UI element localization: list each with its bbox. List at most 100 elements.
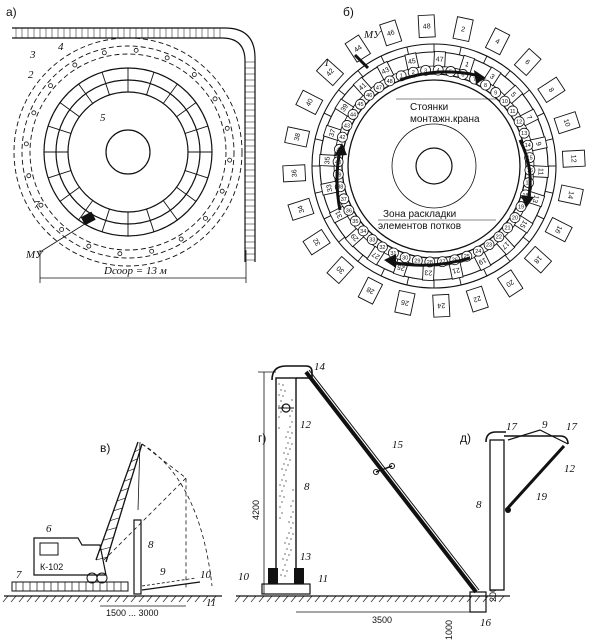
- panel-b-rib: [458, 46, 462, 55]
- panel-b-circle-marker: [373, 81, 385, 93]
- panel-b-outer-block-outline: [537, 76, 566, 104]
- panel-g-concrete-dot: [286, 548, 288, 550]
- panel-v-wheel-2: [96, 572, 108, 584]
- panel-g-hatch-line: [354, 595, 361, 603]
- panel-b-circle-number: 13: [521, 131, 527, 137]
- panel-b-outer-block: 20: [496, 269, 524, 298]
- panel-a-rib: [184, 170, 209, 179]
- panel-b-inner-block-number: 17: [500, 240, 511, 250]
- panel-a-label-3: 3: [29, 49, 36, 61]
- panel-g-concrete-dot: [292, 511, 294, 513]
- panel-g-label-8: 8: [304, 481, 310, 493]
- panel-b-circle-number: 33: [369, 237, 375, 243]
- panel-v-hatch-line: [106, 595, 113, 603]
- panel-g-concrete-dot: [280, 574, 282, 576]
- panel-b-rib: [406, 277, 410, 286]
- panel-b-ring: [391, 123, 477, 209]
- panel-b-circle-number: 15: [527, 156, 533, 162]
- panel-b-outer-block: 4: [484, 27, 511, 56]
- panel-b-outer-block: 14: [557, 184, 584, 206]
- panel-g-concrete-dot: [279, 506, 281, 508]
- panel-v-hatch-line: [194, 595, 201, 603]
- panel-a-rib: [78, 83, 94, 104]
- panel-v-track: [11, 581, 129, 592]
- panel-g-hatch-line: [298, 595, 305, 603]
- panel-g-base-plate: [261, 583, 311, 595]
- panel-g-concrete-dot: [292, 489, 294, 491]
- panel-g-hatch-line: [346, 595, 353, 603]
- panel-g-concrete-dot: [281, 501, 283, 503]
- panel-b-arrowhead-right: [521, 195, 534, 208]
- panel-b-circle-number: 31: [390, 251, 396, 257]
- panel-b-outer-block-number: 20: [504, 278, 514, 288]
- panel-g-turnbuckle-end-2: [389, 463, 395, 469]
- panel-g-label-10: 10: [238, 571, 250, 583]
- panel-b-circle-marker: [384, 75, 396, 87]
- panel-a-stop-point: [227, 157, 233, 163]
- panel-g-height: 4200: [251, 500, 261, 520]
- panel-b-rib: [338, 89, 346, 96]
- panel-g-concrete-dot: [290, 505, 292, 507]
- panel-g-label-15: 15: [392, 439, 404, 451]
- panel-v-crane-model: К-102: [40, 562, 63, 572]
- panel-v-hatch-line: [66, 595, 73, 603]
- panel-b-outer-block-number: 16: [553, 224, 563, 234]
- panel-b-inner-block-number: 13: [530, 194, 539, 204]
- panel-b-circle-number: 7: [473, 77, 476, 83]
- panel-g-concrete-dot: [291, 432, 293, 434]
- panel-b-outer-block-outline: [523, 245, 553, 274]
- panel-b-inner-block: 23: [422, 264, 435, 282]
- panel-b-inner-block-number: 47: [435, 56, 443, 63]
- panel-b-circle-number: 48: [387, 79, 393, 85]
- panel-b-outer-block-outline: [282, 164, 307, 183]
- panel-v-hatch-line: [82, 595, 89, 603]
- panel-v-hatch-line: [154, 595, 161, 603]
- panel-v-label-10: 10: [200, 569, 212, 581]
- panel-b-label: б): [343, 5, 354, 19]
- panel-g-concrete-dot: [278, 405, 280, 407]
- panel-b-inner-block-number: 31: [335, 209, 345, 219]
- panel-g-span: 3500: [372, 615, 392, 625]
- panel-b-circle-marker: [343, 204, 355, 216]
- panel-b-outer-block: 22: [465, 285, 489, 313]
- panel-b-outer-block-outline: [302, 228, 331, 256]
- panel-a-stop-point: [23, 141, 29, 147]
- panel-g-hatch-line: [338, 595, 345, 603]
- panel-a-stop-point: [191, 72, 197, 77]
- panel-a-stop-point: [149, 248, 155, 254]
- panel-b-circle-marker: [480, 79, 491, 91]
- panel-g-label-11: 11: [318, 573, 328, 585]
- panel-g-hatch-line: [290, 595, 297, 603]
- panel-g-small-dim: 200: [488, 587, 498, 602]
- panel-b-circle-number: 1: [400, 74, 403, 80]
- panel-b-outer-block: 42: [315, 58, 345, 87]
- panel-b-outer-block-number: 46: [386, 29, 396, 38]
- panel-a-label-mu: МУ: [25, 249, 44, 261]
- panel-a-rib: [146, 208, 155, 233]
- panel-g-hatch-line: [418, 595, 425, 603]
- panel-b-circle-marker: [349, 215, 361, 227]
- panel-g-concrete-dot: [286, 537, 288, 539]
- panel-b-outer-block: 26: [394, 289, 416, 316]
- panel-v-crane-cab: [33, 537, 107, 576]
- panel-v-sleepers: [15, 582, 122, 591]
- panel-g-hatch-line: [258, 595, 265, 603]
- panel-b-outer-block-number: 26: [400, 298, 409, 306]
- panel-b-inner-block-number: 33: [326, 183, 334, 192]
- panel-b-outer-block-number: 4: [494, 38, 501, 46]
- panel-g-hatch-line: [330, 595, 337, 603]
- panel-b-inner-block-number: 39: [340, 103, 350, 113]
- panel-v-swing-arc: [141, 443, 213, 587]
- panel-v-hatch-line: [162, 595, 169, 603]
- panel-g-concrete-dot: [281, 490, 283, 492]
- panel-d-label-8: 8: [476, 499, 482, 511]
- panel-b-outer-block-number: 40: [305, 98, 315, 108]
- panel-b-circle-marker: [363, 89, 375, 101]
- panel-b-circle-number: 24: [475, 249, 481, 255]
- panel-b-circle-number: 37: [341, 197, 347, 203]
- panel-b-arrowhead-bottom: [384, 254, 396, 268]
- panel-v-hatch-line: [90, 595, 97, 603]
- panel-v-lattice-member: [127, 468, 135, 472]
- panel-a-rib: [184, 125, 209, 134]
- panel-g-hatch-line: [274, 595, 281, 603]
